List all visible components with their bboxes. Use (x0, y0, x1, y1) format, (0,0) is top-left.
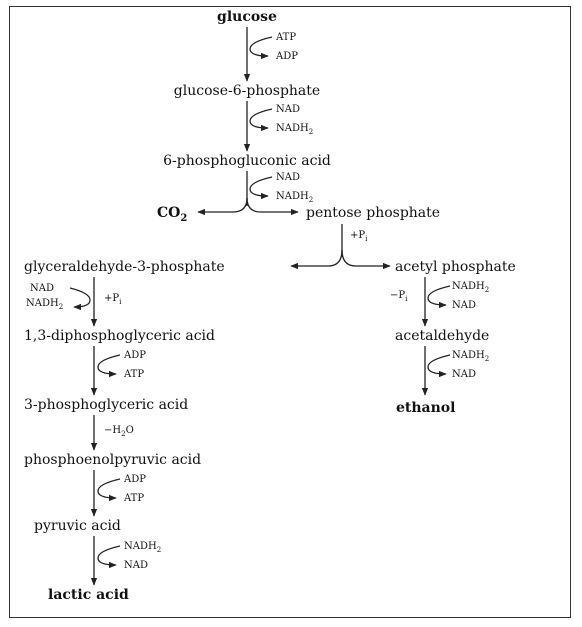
cofactor-adp-in-2: ADP (123, 474, 146, 485)
cofactor-atp-in: ATP (275, 32, 296, 43)
arrow-to-pentose (246, 197, 299, 216)
cofactor-nad-out: NAD (124, 560, 148, 571)
node-ethanol: ethanol (396, 400, 455, 416)
node-1-3-diphosphoglyceric-acid: 1,3-diphosphoglyceric acid (24, 328, 215, 344)
node-co2: CO2 (157, 205, 187, 224)
node-pyruvic-acid: pyruvic acid (34, 518, 121, 534)
cofactor-nadh2-in-2: NADH2 (452, 281, 489, 294)
node-pentose-phosphate: pentose phosphate (306, 205, 440, 221)
cofactor-nad-out-2: NAD (452, 300, 476, 311)
node-3-phosphoglyceric-acid: 3-phosphoglyceric acid (24, 397, 188, 413)
node-glucose: glucose (217, 9, 277, 25)
cofactor-pi-add-2: +Pi (104, 293, 122, 306)
node-phosphoenolpyruvic-acid: phosphoenolpyruvic acid (24, 452, 201, 468)
arrow-to-co2 (197, 197, 248, 216)
node-acetyl-phosphate: acetyl phosphate (395, 259, 516, 275)
cofactor-pi-add: +Pi (350, 230, 368, 243)
cofactor-arc-4 (69, 287, 91, 311)
cofactor-arc-8 (97, 545, 121, 569)
cofactor-nad-in-2: NAD (276, 172, 300, 183)
cofactor-nadh2-out-3: NADH2 (26, 298, 63, 311)
cofactor-arc-1 (249, 36, 273, 60)
cofactor-atp-out-2: ATP (123, 493, 144, 504)
cofactor-nadh2-out-2: NADH2 (276, 191, 313, 204)
cofactor-nad-out-3: NAD (452, 369, 476, 380)
cofactor-arc-r1 (427, 285, 451, 309)
cofactor-arc-3 (249, 176, 273, 200)
node-glucose-6-phosphate: glucose-6-phosphate (174, 83, 320, 99)
cofactor-adp-in: ADP (123, 350, 146, 361)
cofactor-arc-2 (249, 108, 273, 132)
arrow-to-acetyl-phosphate (341, 249, 391, 270)
cofactor-minus-h2o: −H2O (104, 425, 134, 438)
node-acetaldehyde: acetaldehyde (395, 328, 489, 344)
cofactor-nadh2-in-3: NADH2 (452, 350, 489, 363)
cofactor-atp-out: ATP (123, 369, 144, 380)
cofactor-nad-in-3: NAD (30, 283, 54, 294)
cofactor-adp-out: ADP (275, 51, 298, 62)
node-lactic-acid: lactic acid (48, 587, 129, 603)
diagram-frame (9, 6, 571, 618)
cofactor-nadh2-out: NADH2 (276, 123, 313, 136)
cofactor-arc-r2 (427, 354, 451, 378)
cofactor-minus-pi: −Pi (390, 290, 408, 303)
cofactor-arc-5 (97, 354, 121, 378)
node-glyceraldehyde-3-phosphate: glyceraldehyde-3-phosphate (24, 259, 225, 275)
arrow-to-g3p (290, 249, 343, 270)
cofactor-arc-7 (97, 478, 121, 502)
cofactor-nadh2-in: NADH2 (124, 541, 161, 554)
node-6-phosphogluconic-acid: 6-phosphogluconic acid (163, 153, 331, 169)
cofactor-nad-in: NAD (276, 104, 300, 115)
